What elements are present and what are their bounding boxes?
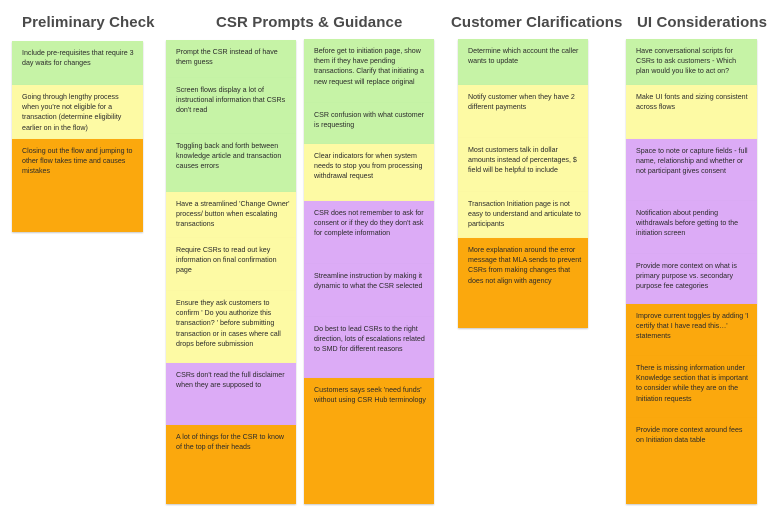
sticky-note[interactable]: Provide more context around fees on Init… — [626, 418, 757, 504]
sticky-note[interactable]: CSR does not remember to ask for consent… — [304, 201, 434, 264]
sticky-note[interactable]: Require CSRs to read out key information… — [166, 238, 296, 291]
sticky-note[interactable]: There is missing information under Knowl… — [626, 356, 757, 418]
sticky-note[interactable]: Streamline instruction by making it dyna… — [304, 264, 434, 317]
sticky-note[interactable]: Have a streamlined 'Change Owner' proces… — [166, 192, 296, 238]
sticky-note[interactable]: Transaction Initiation page is not easy … — [458, 192, 588, 238]
column-preliminary-check: Include pre-requisites that require 3 da… — [12, 41, 143, 232]
sticky-note[interactable]: CSR confusion with what customer is requ… — [304, 103, 434, 144]
sticky-note[interactable]: Space to note or capture fields - full n… — [626, 139, 757, 201]
sticky-note[interactable]: Going through lengthy process when you'r… — [12, 85, 143, 139]
sticky-note[interactable]: Customers says seek 'need funds' without… — [304, 378, 434, 504]
sticky-note[interactable]: Prompt the CSR instead of have them gues… — [166, 40, 296, 78]
sticky-note[interactable]: Notification about pending withdrawals b… — [626, 201, 757, 254]
sticky-note[interactable]: Do best to lead CSRs to the right direct… — [304, 317, 434, 378]
sticky-note[interactable]: Provide more context on what is primary … — [626, 254, 757, 304]
sticky-note[interactable]: More explanation around the error messag… — [458, 238, 588, 328]
heading-csr-prompts-guidance: CSR Prompts & Guidance — [216, 14, 403, 31]
sticky-note[interactable]: Notify customer when they have 2 differe… — [458, 85, 588, 138]
column-csr-prompts-left: Prompt the CSR instead of have them gues… — [166, 40, 296, 504]
sticky-note[interactable]: Closing out the flow and jumping to othe… — [12, 139, 143, 232]
sticky-note[interactable]: Have conversational scripts for CSRs to … — [626, 39, 757, 85]
heading-preliminary-check: Preliminary Check — [22, 14, 155, 31]
sticky-note[interactable]: Improve current toggles by adding 'I cer… — [626, 304, 757, 356]
sticky-note[interactable]: Screen flows display a lot of instructio… — [166, 78, 296, 134]
column-customer-clarifications: Determine which account the caller wants… — [458, 39, 588, 328]
sticky-note[interactable]: Determine which account the caller wants… — [458, 39, 588, 85]
column-csr-prompts-right: Before get to initiation page, show them… — [304, 39, 434, 504]
sticky-note[interactable]: Ensure they ask customers to confirm ' D… — [166, 291, 296, 363]
sticky-note[interactable]: A lot of things for the CSR to know of t… — [166, 425, 296, 504]
sticky-note[interactable]: Most customers talk in dollar amounts in… — [458, 138, 588, 192]
sticky-note[interactable]: Before get to initiation page, show them… — [304, 39, 434, 103]
sticky-note[interactable]: Include pre-requisites that require 3 da… — [12, 41, 143, 85]
sticky-note[interactable]: Clear indicators for when system needs t… — [304, 144, 434, 201]
sticky-note[interactable]: Toggling back and forth between knowledg… — [166, 134, 296, 192]
column-ui-considerations: Have conversational scripts for CSRs to … — [626, 39, 757, 504]
sticky-note[interactable]: Make UI fonts and sizing consistent acro… — [626, 85, 757, 139]
heading-customer-clarifications: Customer Clarifications — [451, 14, 623, 31]
sticky-note[interactable]: CSRs don't read the full disclaimer when… — [166, 363, 296, 425]
heading-ui-considerations: UI Considerations — [637, 14, 768, 31]
